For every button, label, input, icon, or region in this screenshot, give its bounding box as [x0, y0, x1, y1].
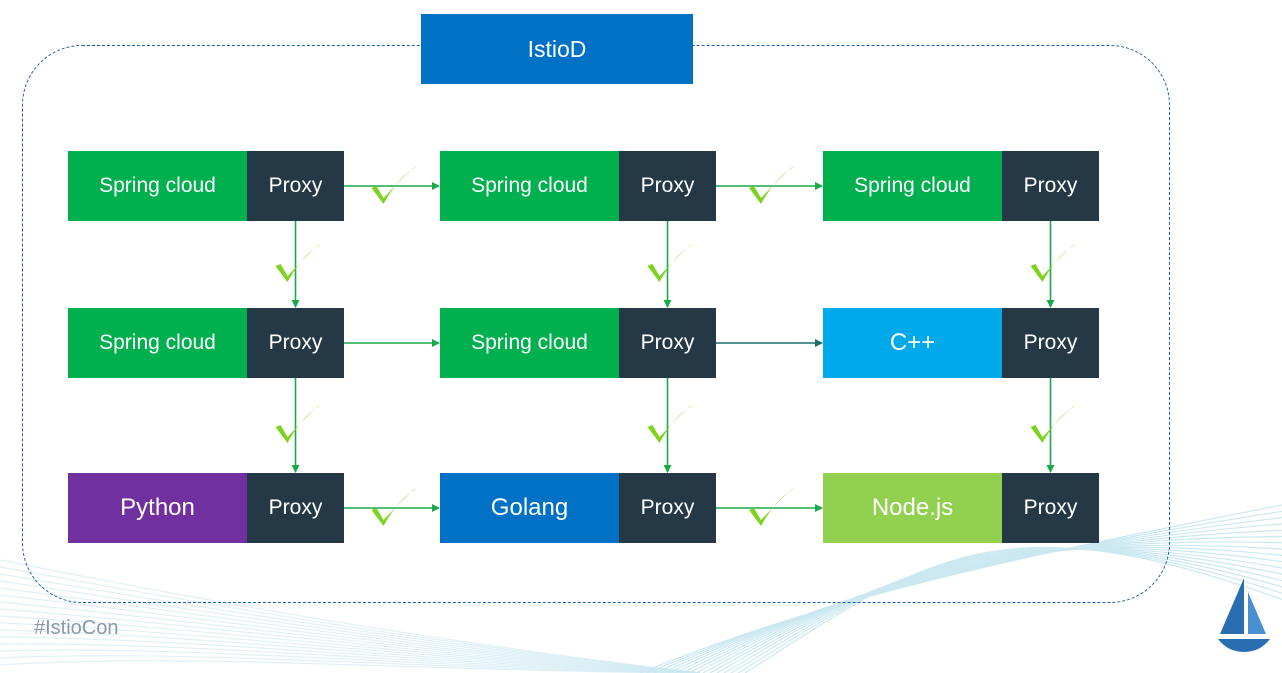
istio-sail-logo-icon: [1218, 578, 1270, 652]
proxy-r1c0: Proxy: [247, 308, 344, 378]
proxy-r2c0: Proxy: [247, 473, 344, 543]
istiod-box: IstioD: [421, 14, 693, 84]
proxy-r0c2: Proxy: [1002, 151, 1099, 221]
service-spring-r0c2: Spring cloud: [823, 151, 1002, 221]
service-spring-r0c1: Spring cloud: [440, 151, 619, 221]
check-icon-r0c0-to-r1c0: [275, 244, 322, 282]
service-spring-r0c0: Spring cloud: [68, 151, 247, 221]
check-icon-r2c0-to-r2c1: [371, 488, 418, 526]
proxy-r1c1: Proxy: [619, 308, 716, 378]
proxy-r1c2: Proxy: [1002, 308, 1099, 378]
check-icon-r0c1-to-r1c1: [647, 244, 694, 282]
service-python-r2c0: Python: [68, 473, 247, 543]
check-icon-r0c2-to-r1c2: [1030, 244, 1077, 282]
check-icon-r0c1-to-r0c2: [749, 166, 795, 204]
istiod-label: IstioD: [527, 35, 587, 62]
service-spring-r1c1: Spring cloud: [440, 308, 619, 378]
proxy-r2c1: Proxy: [619, 473, 716, 543]
check-icon-r1c2-to-r2c2: [1030, 405, 1077, 443]
service-golang-r2c1: Golang: [440, 473, 619, 543]
check-icon-r1c0-to-r2c0: [275, 405, 322, 443]
proxy-r2c2: Proxy: [1002, 473, 1099, 543]
proxy-r0c0: Proxy: [247, 151, 344, 221]
proxy-r0c1: Proxy: [619, 151, 716, 221]
service-cpp-r1c2: C++: [823, 308, 1002, 378]
check-icon-r2c1-to-r2c2: [749, 488, 795, 526]
check-icon-r1c1-to-r2c1: [647, 405, 694, 443]
check-icon-r0c0-to-r0c1: [371, 166, 418, 204]
service-nodejs-r2c2: Node.js: [823, 473, 1002, 543]
service-spring-r1c0: Spring cloud: [68, 308, 247, 378]
hashtag-label: #IstioCon: [34, 617, 119, 639]
